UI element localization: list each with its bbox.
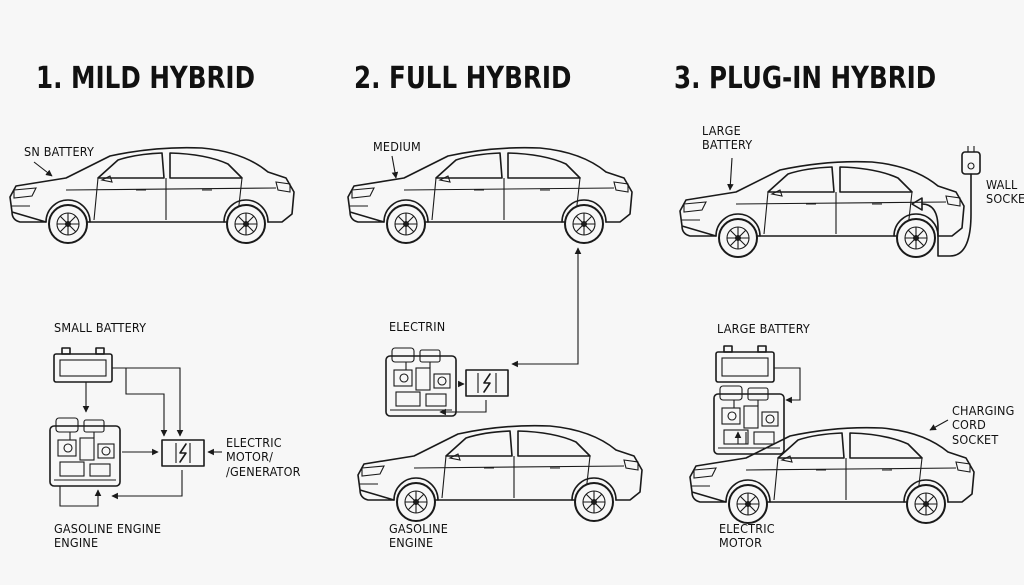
full-battery-label: ELECTRIN: [389, 319, 446, 334]
title-full-hybrid: 2. FULL HYBRID: [354, 61, 572, 96]
wall-socket-label: WALL SOCKE: [986, 177, 1024, 207]
mild-battery: [53, 347, 113, 383]
charging-cord-label: CHARGING CORD SOCKET: [952, 403, 1015, 447]
mild-motor-generator: [161, 439, 205, 467]
full-engine-label: GASOLINE ENGINE: [389, 521, 449, 551]
plugin-battery: [715, 345, 775, 383]
mild-engine: [49, 417, 121, 487]
mild-motor-label: ELECTRIC MOTOR/ /GENERATOR: [226, 435, 301, 479]
full-engine: [385, 347, 457, 417]
mild-car-battery-label: SN BATTERY: [24, 144, 95, 159]
full-hybrid-car: [347, 146, 633, 244]
mild-battery-label: SMALL BATTERY: [54, 320, 147, 335]
plugin-battery-label: LARGE BATTERY: [717, 321, 810, 336]
full-hybrid-car-lower: [357, 424, 643, 522]
mild-engine-label: GASOLINE ENGINE ENGINE: [54, 521, 162, 551]
plugin-motor-label: ELECTRIC MOTOR: [719, 521, 775, 551]
mild-hybrid-car: [9, 146, 295, 244]
title-plug-in-hybrid: 3. PLUG-IN HYBRID: [674, 61, 937, 96]
wall-socket-icon: [961, 146, 981, 175]
full-motor: [465, 369, 509, 397]
plugin-hybrid-car-lower: [689, 426, 975, 524]
title-mild-hybrid: 1. MILD HYBRID: [36, 61, 255, 96]
plugin-car-battery-label: LARGE BATTERY: [702, 123, 753, 153]
full-car-battery-label: MEDIUM: [373, 139, 421, 154]
